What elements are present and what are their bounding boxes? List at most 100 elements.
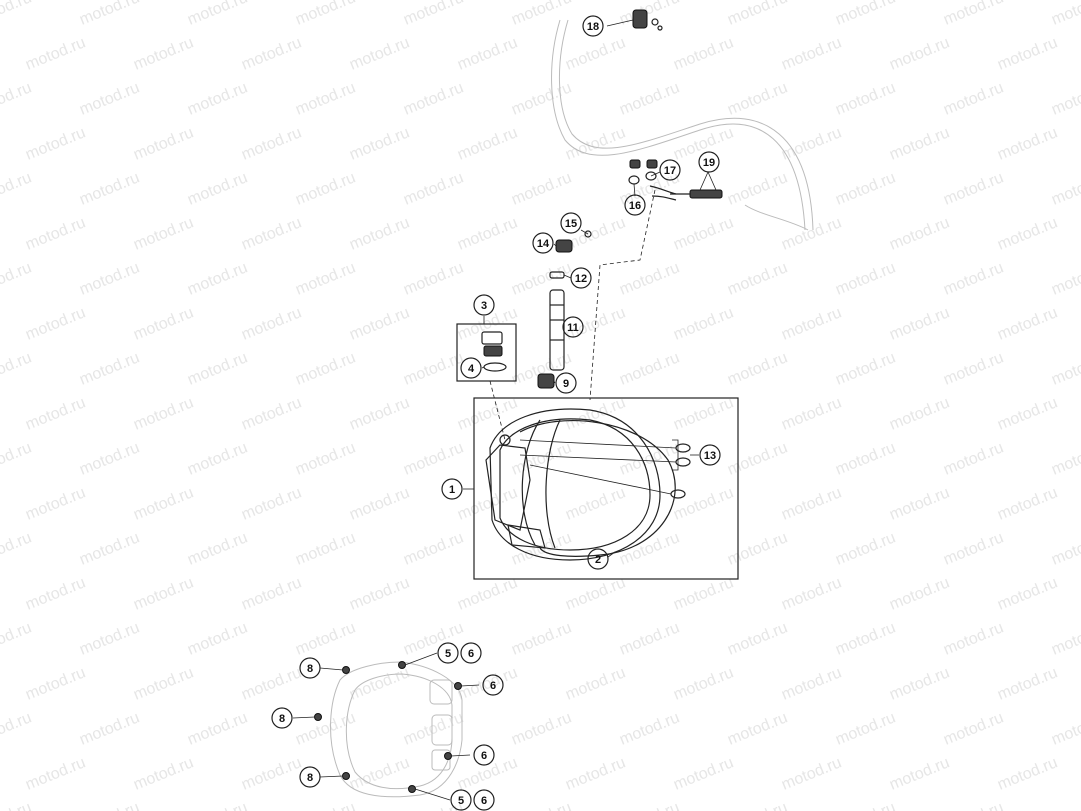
callout-1: 1 [441, 478, 463, 500]
watermark-text: motod.ru [131, 394, 196, 433]
callout-8b: 8 [271, 707, 293, 729]
watermark-text: motod.ru [131, 484, 196, 523]
watermark-text: motod.ru [1049, 439, 1081, 478]
watermark-text: motod.ru [239, 664, 304, 703]
watermark-text: motod.ru [293, 0, 358, 29]
watermark-text: motod.ru [887, 394, 952, 433]
callout-6a: 6 [460, 642, 482, 664]
watermark-text: motod.ru [887, 484, 952, 523]
watermark-text: motod.ru [725, 349, 790, 388]
watermark-text: motod.ru [671, 394, 736, 433]
watermark-text: motod.ru [887, 574, 952, 613]
watermark-text: motod.ru [239, 394, 304, 433]
watermark-text: motod.ru [671, 304, 736, 343]
watermark-text: motod.ru [293, 349, 358, 388]
callout-2-label: 2 [595, 554, 601, 566]
watermark-text: motod.ru [23, 574, 88, 613]
callout-6b-label: 6 [490, 680, 496, 692]
watermark-text: motod.ru [77, 529, 142, 568]
watermark-text: motod.ru [509, 439, 574, 478]
watermark-text: motod.ru [509, 799, 574, 811]
watermark-text: motod.ru [563, 484, 628, 523]
watermark-text: motod.ru [833, 529, 898, 568]
clutch-cover-group [473, 397, 739, 580]
plug-9 [537, 373, 555, 389]
watermark-text: motod.ru [347, 304, 412, 343]
watermark-text: motod.ru [185, 0, 250, 29]
watermark-text: motod.ru [1049, 709, 1081, 748]
watermark-text: motod.ru [77, 349, 142, 388]
callout-19-label: 19 [703, 157, 715, 169]
watermark-text: motod.ru [887, 214, 952, 253]
watermark-text: motod.ru [23, 34, 88, 73]
watermark-text: motod.ru [131, 124, 196, 163]
watermark-text: motod.ru [941, 349, 1006, 388]
watermark-text: motod.ru [509, 619, 574, 658]
watermark-text: motod.ru [401, 79, 466, 118]
breather-pipe [589, 185, 677, 401]
watermark-text: motod.ru [725, 799, 790, 811]
hose-end-cap [632, 9, 663, 31]
watermark-text: motod.ru [725, 79, 790, 118]
watermark-text: motod.ru [725, 259, 790, 298]
watermark-text: motod.ru [293, 709, 358, 748]
watermark-text: motod.ru [401, 0, 466, 29]
callout-8a: 8 [299, 657, 321, 679]
watermark-text: motod.ru [293, 259, 358, 298]
watermark-text: motod.ru [617, 259, 682, 298]
watermark-text: motod.ru [563, 124, 628, 163]
callout-6c-label: 6 [481, 750, 487, 762]
watermark-text: motod.ru [293, 439, 358, 478]
callout-1-label: 1 [449, 484, 455, 496]
watermark-text: motod.ru [185, 259, 250, 298]
watermark-text: motod.ru [617, 799, 682, 811]
watermark-text: motod.ru [833, 79, 898, 118]
watermark-text: motod.ru [239, 754, 304, 793]
watermark-text: motod.ru [995, 394, 1060, 433]
watermark-text: motod.ru [0, 259, 34, 298]
watermark-text: motod.ru [455, 754, 520, 793]
watermark-text: motod.ru [833, 349, 898, 388]
watermark-text: motod.ru [563, 664, 628, 703]
watermark-text: motod.ru [995, 484, 1060, 523]
watermark-text: motod.ru [887, 124, 952, 163]
watermark-text: motod.ru [23, 214, 88, 253]
watermark-text: motod.ru [347, 34, 412, 73]
callout-5a-label: 5 [445, 648, 451, 660]
watermark-text: motod.ru [725, 529, 790, 568]
watermark-text: motod.ru [941, 439, 1006, 478]
watermark-text: motod.ru [725, 169, 790, 208]
watermark-text: motod.ru [617, 0, 682, 29]
watermark-text: motod.ru [725, 619, 790, 658]
watermark-text: motod.ru [77, 439, 142, 478]
watermark-text: motod.ru [1049, 259, 1081, 298]
watermark-text: motod.ru [77, 799, 142, 811]
watermark-text: motod.ru [617, 79, 682, 118]
breather-hose [551, 19, 814, 231]
watermark-text: motod.ru [0, 529, 34, 568]
watermark-text: motod.ru [671, 34, 736, 73]
watermark-text: motod.ru [77, 79, 142, 118]
watermark-text: motod.ru [0, 0, 34, 29]
watermark-text: motod.ru [455, 664, 520, 703]
watermark-text: motod.ru [401, 349, 466, 388]
watermark-text: motod.ru [779, 574, 844, 613]
watermark-text: motod.ru [833, 259, 898, 298]
watermark-text: motod.ru [671, 754, 736, 793]
callout-8b-label: 8 [279, 713, 285, 725]
callout-18-label: 18 [587, 21, 599, 33]
watermark-text: motod.ru [131, 34, 196, 73]
callout-5b-label: 5 [458, 795, 464, 807]
watermark-text: motod.ru [509, 709, 574, 748]
watermark-text: motod.ru [0, 799, 34, 811]
watermark-text: motod.ru [23, 484, 88, 523]
watermark-text: motod.ru [617, 619, 682, 658]
callout-5a: 5 [437, 642, 459, 664]
callout-16-label: 16 [629, 200, 641, 212]
watermark-text: motod.ru [1049, 619, 1081, 658]
watermark-text: motod.ru [23, 754, 88, 793]
watermark-text: motod.ru [131, 754, 196, 793]
watermark-text: motod.ru [563, 574, 628, 613]
watermark-text: motod.ru [833, 439, 898, 478]
watermark-text: motod.ru [131, 304, 196, 343]
